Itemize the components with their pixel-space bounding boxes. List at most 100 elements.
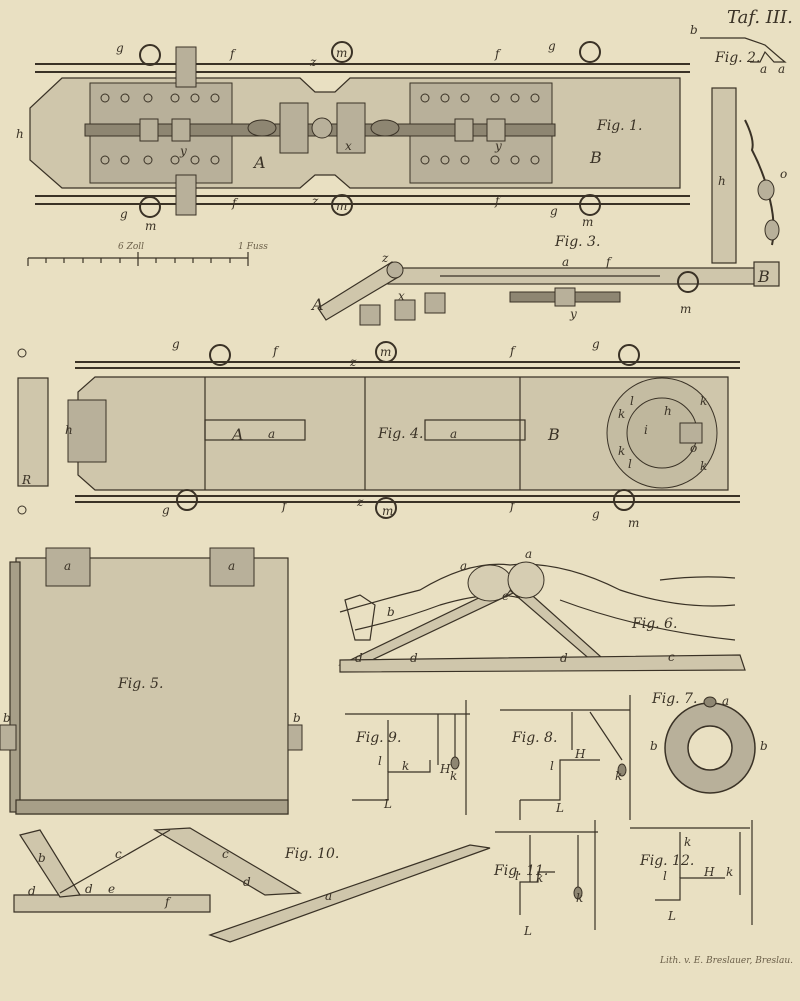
- fig10-label: Fig. 10.: [284, 846, 339, 862]
- svg-text:e: e: [108, 882, 115, 896]
- svg-text:b: b: [387, 605, 395, 619]
- fig9-label: Fig. 9.: [355, 730, 401, 746]
- svg-text:m: m: [628, 516, 639, 530]
- svg-text:l: l: [550, 759, 554, 773]
- fig10-frame: Fig. 10. b c c d d d e f a: [13, 827, 491, 943]
- svg-text:k: k: [726, 865, 733, 879]
- svg-text:k: k: [700, 394, 707, 408]
- svg-text:d: d: [355, 651, 363, 665]
- side-piece-R: R: [17, 348, 49, 515]
- svg-text:H: H: [574, 747, 586, 761]
- fig2-label: Fig. 2.: [714, 50, 760, 66]
- svg-text:h: h: [718, 174, 726, 188]
- svg-text:z: z: [311, 194, 319, 208]
- svg-text:g: g: [116, 41, 124, 55]
- svg-text:a: a: [460, 559, 467, 573]
- fig8-pulley-diagram: Fig. 8. H l L k: [500, 695, 631, 820]
- svg-text:R: R: [21, 473, 31, 487]
- svg-text:l: l: [663, 869, 667, 883]
- svg-text:l: l: [378, 754, 382, 768]
- svg-text:m: m: [336, 46, 347, 60]
- fig12-label: Fig. 12.: [639, 853, 694, 869]
- svg-text:a: a: [325, 889, 332, 903]
- svg-text:f: f: [229, 47, 237, 61]
- vertical-post: h o: [711, 87, 787, 264]
- svg-text:f: f: [605, 255, 613, 269]
- svg-text:z: z: [309, 55, 317, 69]
- svg-text:a: a: [722, 694, 729, 708]
- svg-text:g: g: [592, 337, 600, 351]
- fig2-drawing: a a: [700, 37, 787, 76]
- svg-text:b: b: [38, 851, 46, 865]
- svg-text:d: d: [560, 651, 568, 665]
- svg-text:f: f: [509, 499, 517, 513]
- svg-text:a: a: [562, 255, 569, 269]
- svg-text:g: g: [120, 207, 128, 221]
- fig6-label: Fig. 6.: [631, 616, 677, 632]
- svg-text:a: a: [228, 559, 235, 573]
- svg-text:y: y: [494, 139, 502, 153]
- fig3-side-view: Fig. 3. A z a f x y m B: [310, 234, 780, 326]
- fig1-label: Fig. 1.: [596, 118, 642, 134]
- svg-text:h: h: [65, 423, 73, 437]
- svg-text:x: x: [345, 139, 352, 153]
- svg-text:c: c: [668, 650, 675, 664]
- svg-text:m: m: [145, 219, 156, 233]
- svg-text:f: f: [494, 47, 502, 61]
- fig5-board: a a b b Fig. 5.: [0, 547, 303, 815]
- fig7-label: Fig. 7.: [651, 691, 697, 707]
- fig6-leg-on-splint: Fig. 6. a a b d d d e c: [338, 547, 746, 673]
- svg-text:i: i: [644, 423, 648, 437]
- svg-text:e: e: [502, 589, 509, 603]
- svg-text:b: b: [3, 711, 11, 725]
- svg-text:f: f: [494, 194, 502, 208]
- svg-text:z: z: [356, 495, 364, 509]
- svg-text:d: d: [243, 875, 251, 889]
- svg-text:k: k: [700, 459, 707, 473]
- fig5-label: Fig. 5.: [117, 676, 163, 692]
- svg-text:f: f: [281, 499, 289, 513]
- svg-text:A: A: [310, 295, 324, 314]
- svg-text:o: o: [690, 441, 697, 455]
- svg-text:g: g: [550, 204, 558, 218]
- svg-text:a: a: [778, 62, 785, 76]
- svg-text:B: B: [589, 148, 602, 167]
- svg-text:H: H: [439, 762, 451, 776]
- svg-text:x: x: [398, 289, 405, 303]
- svg-text:m: m: [582, 215, 593, 229]
- fig11-label: Fig. 11.: [493, 863, 548, 879]
- svg-text:h: h: [664, 404, 672, 418]
- scale-fuss: 1 Fuss: [238, 242, 268, 252]
- svg-text:y: y: [569, 307, 577, 321]
- svg-text:L: L: [383, 797, 392, 811]
- fig1-splint-top-view: h g f z m f g y y A B x g m f z m f g m …: [16, 39, 690, 233]
- svg-text:g: g: [162, 503, 170, 517]
- svg-text:k: k: [684, 835, 691, 849]
- svg-text:y: y: [179, 144, 187, 158]
- svg-text:m: m: [336, 199, 347, 213]
- svg-text:h: h: [16, 127, 24, 141]
- svg-text:c: c: [115, 847, 122, 861]
- svg-text:d: d: [28, 884, 36, 898]
- svg-text:H: H: [703, 865, 715, 879]
- fig9-pulley-diagram: Fig. 9. l k H k L: [345, 700, 470, 815]
- svg-text:L: L: [555, 801, 564, 815]
- svg-text:a: a: [268, 427, 275, 441]
- svg-text:l: l: [630, 394, 634, 408]
- svg-text:B: B: [757, 267, 770, 286]
- svg-text:m: m: [382, 504, 393, 518]
- svg-text:f: f: [164, 895, 172, 909]
- svg-text:d: d: [85, 882, 93, 896]
- fig3-label: Fig. 3.: [554, 234, 600, 250]
- svg-text:g: g: [592, 507, 600, 521]
- svg-text:z: z: [349, 355, 357, 369]
- svg-text:f: f: [272, 344, 280, 358]
- plate-number: Taf. III.: [727, 7, 793, 28]
- svg-text:A: A: [230, 425, 244, 444]
- svg-text:B: B: [547, 425, 560, 444]
- svg-text:b: b: [650, 739, 658, 753]
- svg-text:g: g: [172, 337, 180, 351]
- svg-text:k: k: [576, 891, 583, 905]
- scale-zoll: 6 Zoll: [118, 242, 144, 252]
